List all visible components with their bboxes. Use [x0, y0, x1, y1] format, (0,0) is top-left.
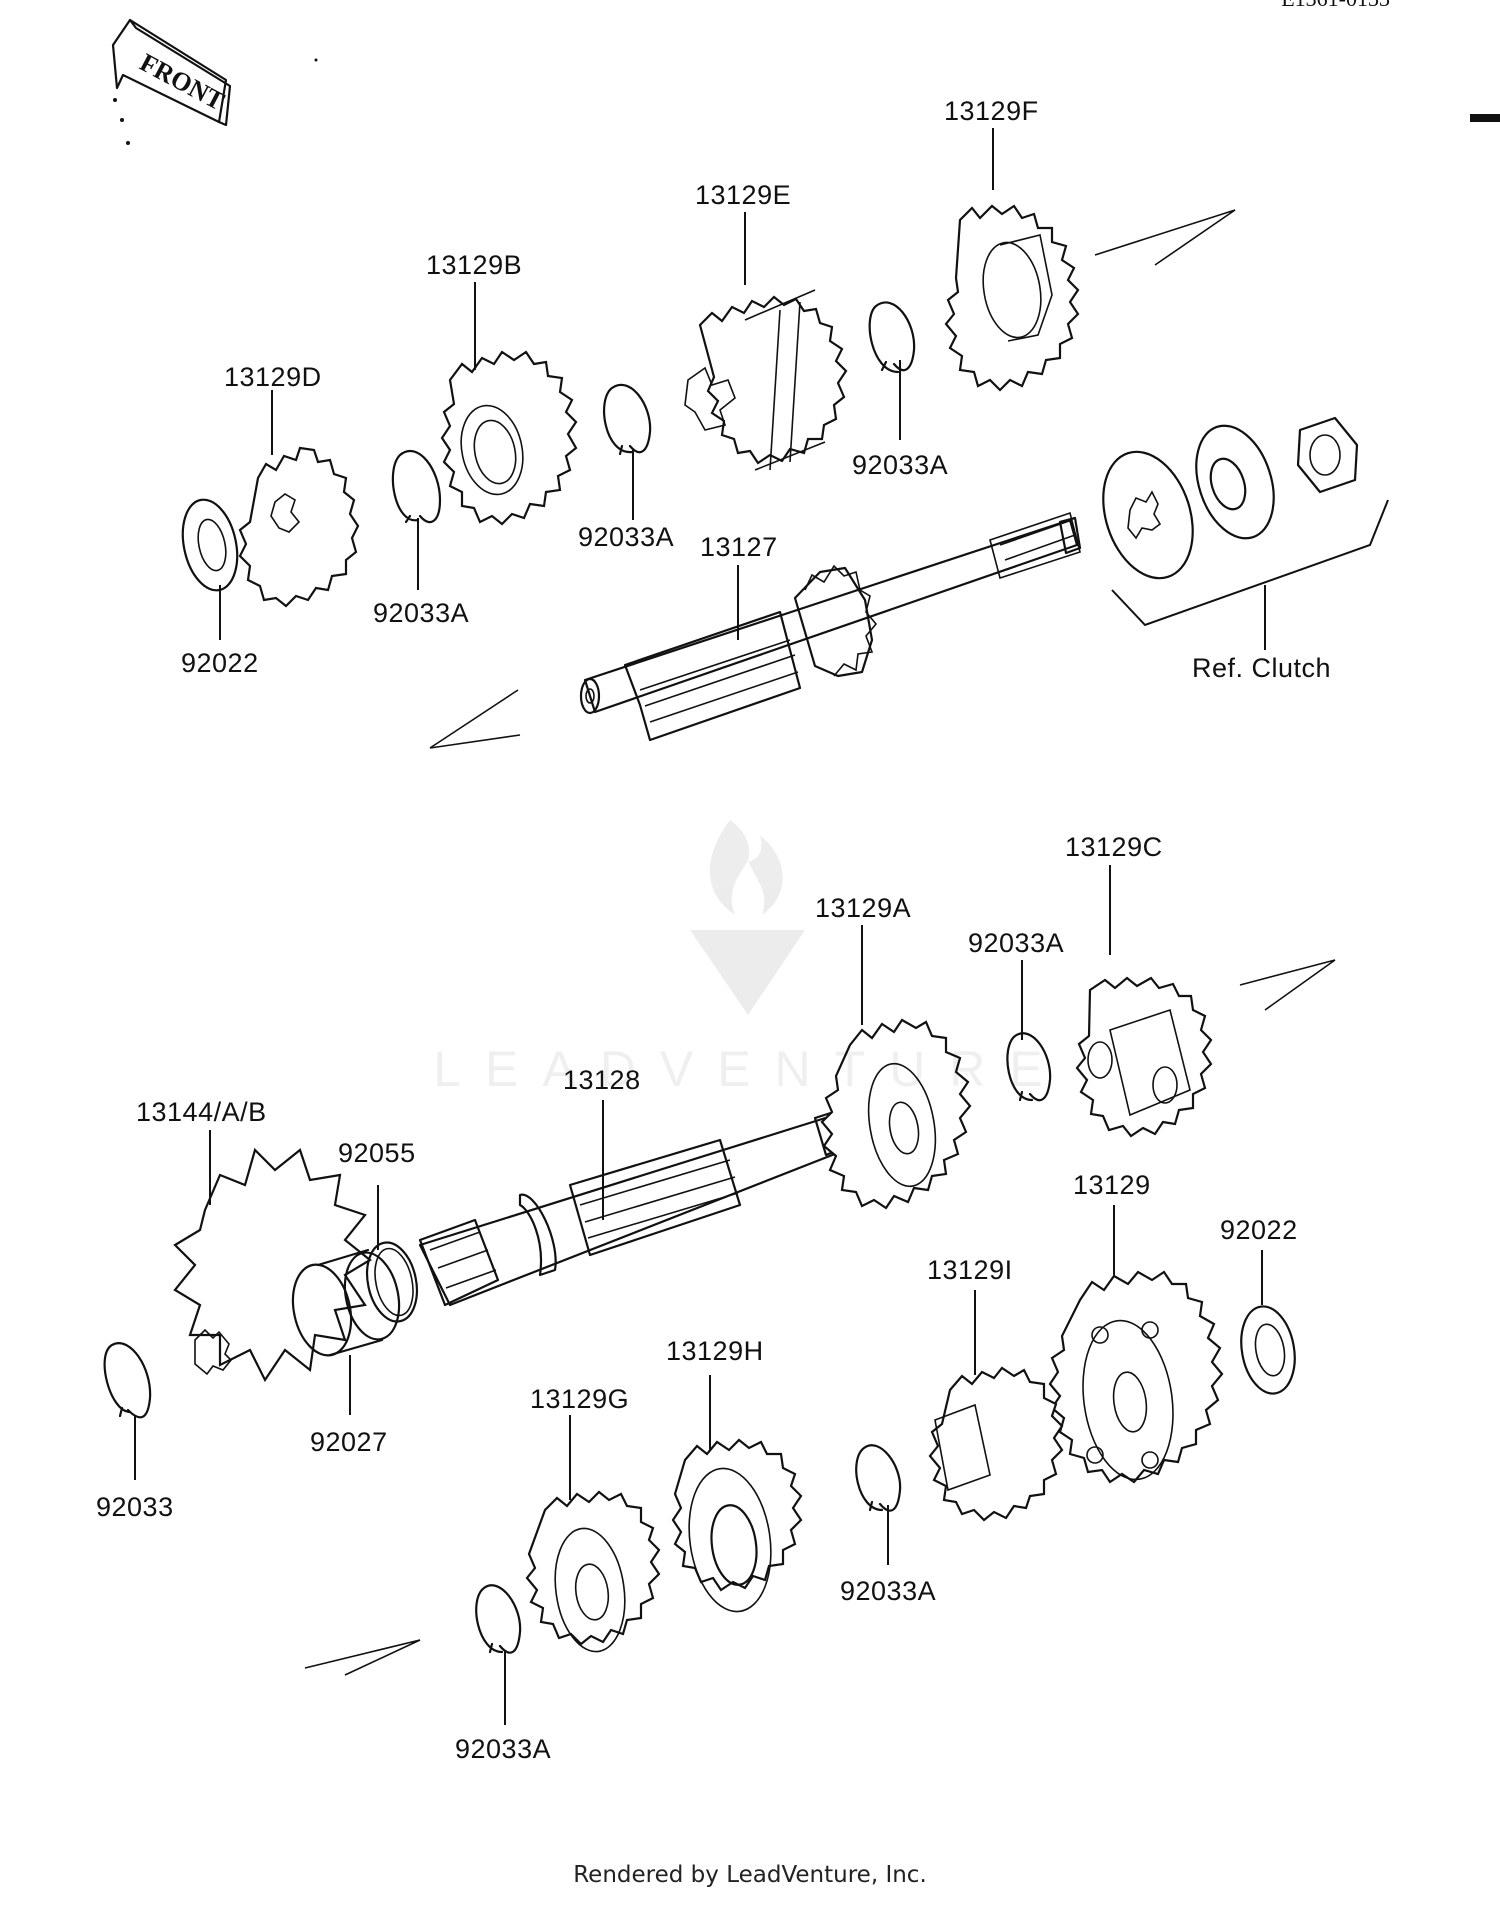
sprocket-13144 [173, 1147, 372, 1383]
label-13128: 13128 [563, 1065, 641, 1095]
footer-credit: Rendered by LeadVenture, Inc. [573, 1862, 927, 1888]
shaft-13128 [418, 1108, 852, 1307]
diagram-code: E1361-0133 [1281, 0, 1390, 12]
axis-line-lower [1239, 959, 1336, 1011]
label-92027: 92027 [310, 1427, 388, 1457]
watermark-logo-icon [690, 820, 805, 1015]
label-13129A: 13129A [815, 893, 912, 923]
gear-13129A [820, 1018, 972, 1210]
label-92033A-top-left: 92033A [373, 598, 470, 628]
label-92033A-bottom-right: 92033A [840, 1576, 937, 1606]
label-13127: 13127 [700, 532, 778, 562]
label-13129C: 13129C [1065, 832, 1163, 862]
label-13129D: 13129D [224, 362, 322, 392]
front-arrow-label: FRONT [135, 48, 229, 116]
axis-line-upper [1094, 209, 1236, 266]
label-13129: 13129 [1073, 1170, 1151, 1200]
front-arrow-icon: FRONT [111, 18, 318, 145]
gear-13129E [684, 289, 848, 471]
axis-line-bottom [304, 1639, 421, 1676]
label-92022-bottom: 92022 [1220, 1215, 1298, 1245]
gear-13129B [440, 350, 578, 526]
gear-13129D [238, 446, 360, 608]
ref-clutch-parts [1102, 416, 1389, 650]
gear-13129I [928, 1366, 1064, 1522]
oring-92055 [365, 1241, 419, 1323]
washer-92022-bottom [1240, 1305, 1296, 1395]
circlip-92033A-top-mid [603, 383, 652, 456]
gear-13129G [525, 1490, 661, 1653]
circlip-92033A-bottom-right [855, 1444, 902, 1512]
label-13129B: 13129B [426, 250, 523, 280]
washer-92022-top [181, 498, 239, 592]
gear-13129 [1048, 1270, 1224, 1484]
label-13129H: 13129H [666, 1336, 764, 1366]
watermark-text: LEADVENTURE [433, 1041, 1067, 1097]
circlip-92033A-top-left [391, 449, 442, 524]
label-92055: 92055 [338, 1138, 416, 1168]
label-92033A-top-mid: 92033A [578, 522, 675, 552]
label-13129F: 13129F [944, 96, 1039, 126]
circlip-92033A-top-right [868, 301, 916, 374]
circlip-92033 [103, 1342, 152, 1419]
label-92033A-bottom-left: 92033A [455, 1734, 552, 1764]
shaft-13127 [579, 511, 1082, 742]
leader-lines [134, 128, 1263, 1725]
label-13129E: 13129E [695, 180, 792, 210]
label-92033A-mid: 92033A [968, 928, 1065, 958]
gear-13129H [671, 1438, 803, 1613]
circlip-92033A-mid [1006, 1032, 1052, 1102]
label-92022-top: 92022 [181, 648, 259, 678]
label-92033A-top-right: 92033A [852, 450, 949, 480]
label-13129I: 13129I [927, 1255, 1013, 1285]
label-92033: 92033 [96, 1492, 174, 1522]
gear-13129C [1075, 976, 1213, 1138]
edge-mark [1470, 114, 1500, 122]
circlip-92033A-bottom-left [475, 1584, 522, 1654]
gear-13129F [944, 204, 1080, 392]
label-13144: 13144/A/B [136, 1097, 267, 1127]
axis-line [429, 689, 519, 749]
label-13129G: 13129G [530, 1384, 630, 1414]
label-ref-clutch: Ref. Clutch [1192, 653, 1332, 683]
collar-92027 [291, 1248, 401, 1357]
